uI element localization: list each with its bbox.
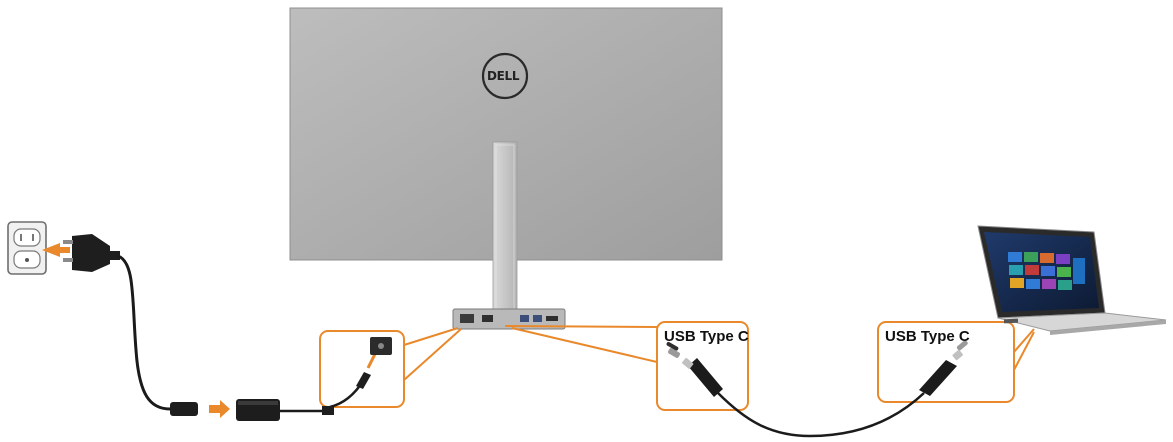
dell-logo-ring (481, 52, 529, 100)
laptop-icon (977, 225, 1167, 335)
power-adapter-icon (236, 399, 280, 421)
wall-outlet-icon (7, 221, 47, 275)
usb-c-cable (717, 392, 925, 438)
cable-ferrite (322, 406, 334, 415)
start-screen-tiles (1008, 252, 1085, 290)
cable-connector (170, 402, 198, 416)
plug-in-arrow-icon (42, 243, 70, 257)
usb-c-monitor-label: USB Type C (664, 328, 749, 345)
connect-arrow-icon (209, 400, 230, 418)
dell-logo-text: DELL (487, 69, 520, 83)
power-cable (117, 254, 173, 411)
usb-c-laptop-label: USB Type C (885, 328, 970, 345)
usb-c-connector-icon (666, 342, 723, 397)
usb-c-connector-icon (919, 340, 968, 396)
power-plug-icon (63, 234, 120, 272)
dc-power-connector-icon (356, 337, 392, 389)
monitor-stand (492, 141, 518, 313)
callout-leader-lines (403, 325, 1035, 381)
monitor-port-bar (452, 308, 566, 330)
